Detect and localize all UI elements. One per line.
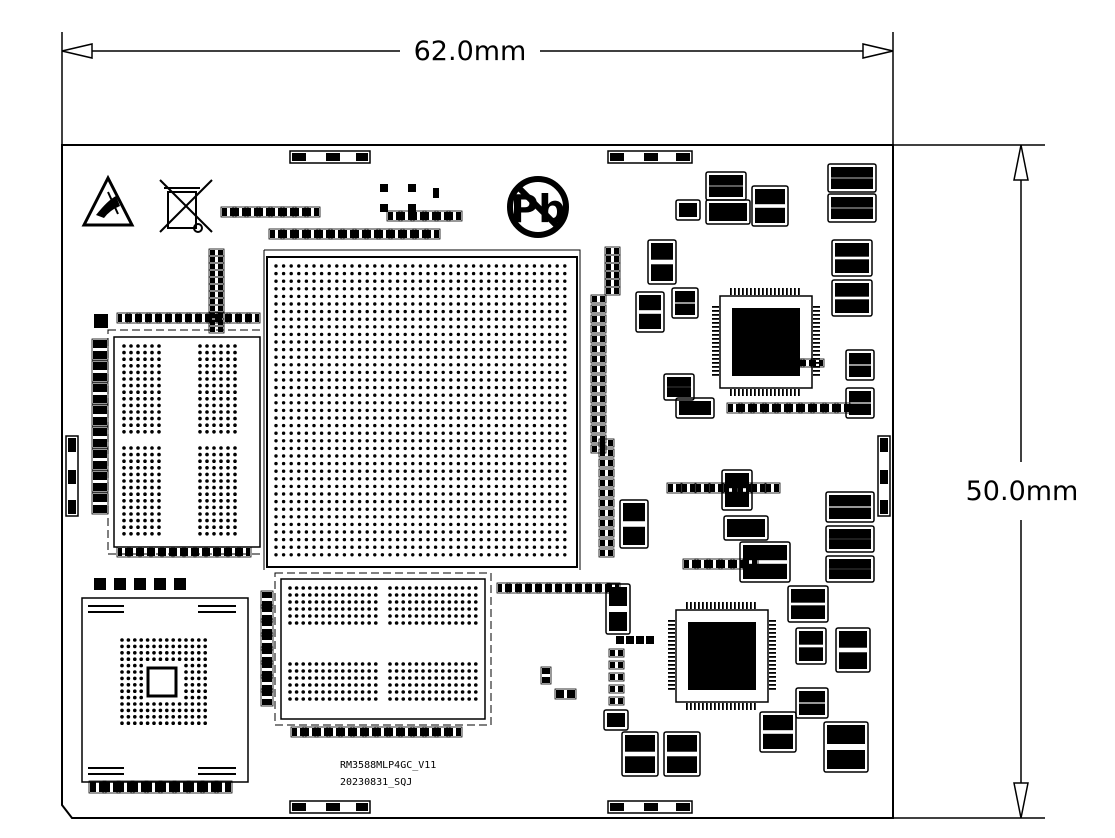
soc-ball-grid [274,264,567,557]
emmc-footprint [81,597,249,783]
width-dimension [61,32,894,145]
edge-marks [65,150,891,814]
lead-free-label: Pb [510,187,565,231]
passive-components [88,163,877,794]
main-soc-footprint [263,249,581,570]
width-dimension-label: 62.0mm [414,36,527,67]
board-date-label: 20230831_SQJ [340,777,412,788]
weee-crossed-bin-icon [159,179,213,233]
board-outline [61,144,894,819]
dram-top-left [107,329,265,555]
height-dimension-label: 50.0mm [966,476,1079,507]
dram-bottom [274,572,492,726]
lead-free-icon: Pb [507,176,569,238]
board-model-label: RM3588MLP4GC_V11 [340,760,436,771]
qfp-ic-lower [668,602,776,710]
qfp-ic-upper [712,288,820,396]
esd-warning-icon [81,174,135,227]
height-dimension [893,144,1045,819]
